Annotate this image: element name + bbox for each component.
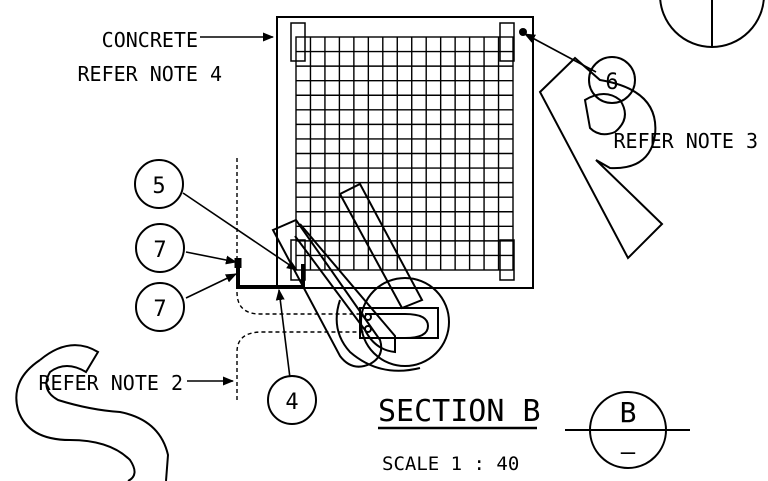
corner-bar-ties <box>290 22 515 281</box>
callout-7-upper: 7 <box>135 223 185 273</box>
label-concrete: CONCRETE <box>102 28 198 52</box>
section-title: SECTION B <box>378 394 541 429</box>
callout-6-label: 6 <box>605 70 618 95</box>
partial-circle-top-right <box>659 0 765 48</box>
label-refer-note-4: REFER NOTE 4 <box>78 62 223 86</box>
callout-7-upper-label: 7 <box>153 238 166 263</box>
column-outline <box>276 16 534 289</box>
section-marker-sub: – <box>621 438 636 466</box>
callout-7-lower-label: 7 <box>153 297 166 322</box>
callout-4-label: 4 <box>285 390 298 415</box>
callout-6: 6 <box>588 56 636 104</box>
callout-7-lower: 7 <box>135 282 185 332</box>
embedded-bracket <box>234 258 305 289</box>
watermark-letter-p <box>538 56 664 260</box>
watermark-letter-s <box>15 344 170 481</box>
label-refer-note-2: REFER NOTE 2 <box>39 371 184 395</box>
callout-5-label: 5 <box>152 174 165 199</box>
section-scale: SCALE 1 : 40 <box>382 453 519 475</box>
section-marker: B – <box>565 391 690 469</box>
callout-5: 5 <box>134 159 184 209</box>
lifting-loop-detail <box>335 277 450 372</box>
section-title-block: SECTION B SCALE 1 : 40 <box>378 394 541 475</box>
reinforcement-grid <box>295 36 514 271</box>
label-refer-note-3: REFER NOTE 3 <box>614 129 759 153</box>
leader-lines <box>182 32 597 386</box>
dashed-reference-lines <box>236 158 364 400</box>
callout-4: 4 <box>267 375 317 425</box>
section-marker-letter: B <box>620 396 637 429</box>
